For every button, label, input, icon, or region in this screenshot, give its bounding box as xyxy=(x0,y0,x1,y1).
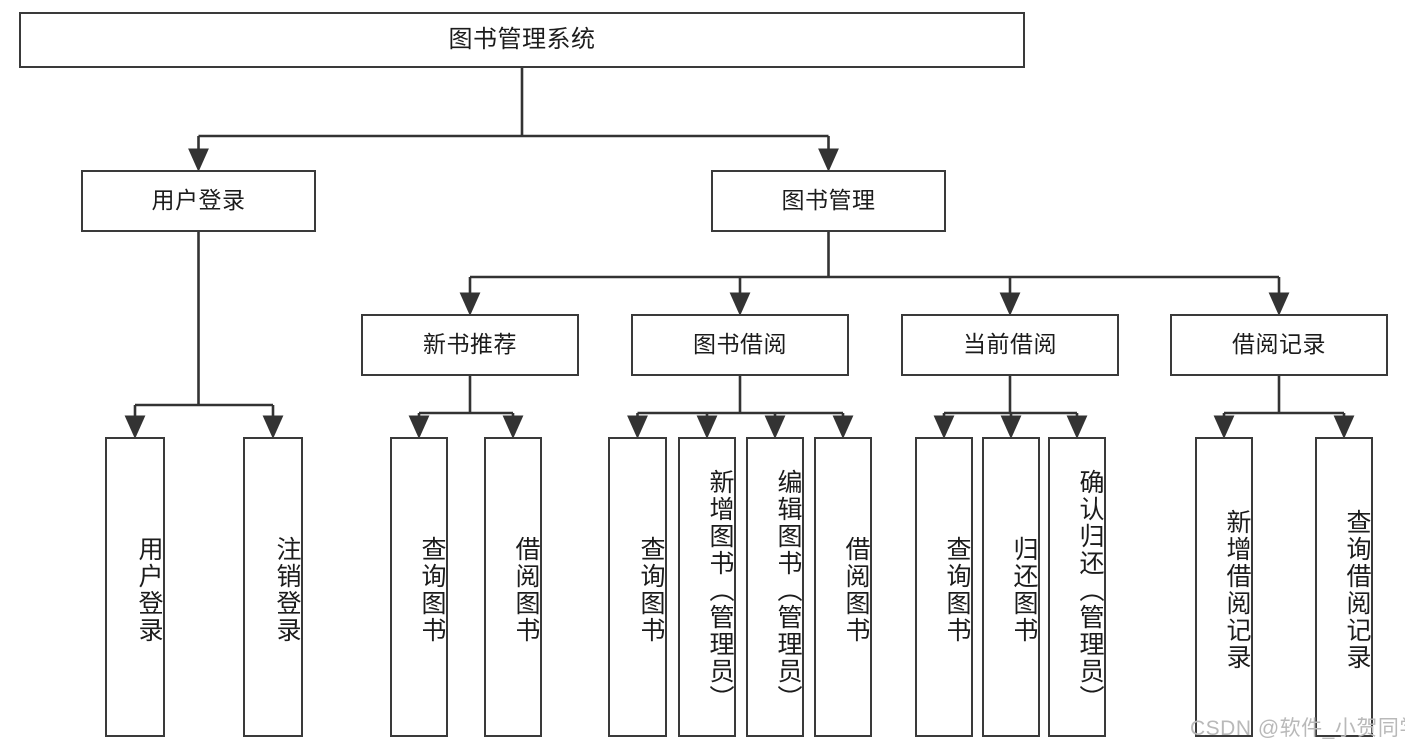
node-root-图书管理系统[interactable]: 图书管理系统 xyxy=(19,12,1025,68)
node-label: 注销登录 xyxy=(273,536,301,644)
node-leaf-0[interactable]: 用户登录 xyxy=(105,437,165,737)
node-leaf-10[interactable]: 确认归还（管理员） xyxy=(1048,437,1106,737)
node-label: 查询图书 xyxy=(637,536,665,644)
node-leaf-9[interactable]: 归还图书 xyxy=(982,437,1040,737)
node-level3-3[interactable]: 借阅记录 xyxy=(1170,314,1388,376)
node-label: 查询借阅记录 xyxy=(1343,509,1371,671)
node-label: 新增图书（管理员） xyxy=(706,468,734,712)
node-label: 图书借阅 xyxy=(693,331,787,358)
node-label: 图书管理系统 xyxy=(448,25,596,53)
node-level3-0[interactable]: 新书推荐 xyxy=(361,314,579,376)
node-label: 编辑图书（管理员） xyxy=(774,468,802,712)
node-leaf-3[interactable]: 借阅图书 xyxy=(484,437,542,737)
node-level2-1[interactable]: 图书管理 xyxy=(711,170,946,232)
node-label: 图书管理 xyxy=(781,187,876,214)
node-label: 新书推荐 xyxy=(423,331,517,358)
node-leaf-11[interactable]: 新增借阅记录 xyxy=(1195,437,1253,737)
node-leaf-4[interactable]: 查询图书 xyxy=(608,437,667,737)
node-level3-2[interactable]: 当前借阅 xyxy=(901,314,1119,376)
node-label: 用户登录 xyxy=(151,187,246,214)
node-level3-1[interactable]: 图书借阅 xyxy=(631,314,849,376)
node-level2-0[interactable]: 用户登录 xyxy=(81,170,316,232)
node-leaf-12[interactable]: 查询借阅记录 xyxy=(1315,437,1373,737)
node-label: 归还图书 xyxy=(1010,536,1038,644)
node-leaf-6[interactable]: 编辑图书（管理员） xyxy=(746,437,804,737)
node-label: 借阅图书 xyxy=(842,536,870,644)
node-label: 当前借阅 xyxy=(963,331,1057,358)
node-leaf-2[interactable]: 查询图书 xyxy=(390,437,448,737)
node-label: 借阅图书 xyxy=(512,536,540,644)
node-label: 查询图书 xyxy=(943,536,971,644)
node-label: 用户登录 xyxy=(135,536,163,644)
node-leaf-8[interactable]: 查询图书 xyxy=(915,437,973,737)
node-label: 借阅记录 xyxy=(1232,331,1326,358)
watermark-text: CSDN @软件_小贺同学 xyxy=(1190,717,1405,740)
node-label: 新增借阅记录 xyxy=(1223,509,1251,671)
node-label: 确认归还（管理员） xyxy=(1076,468,1104,712)
node-leaf-7[interactable]: 借阅图书 xyxy=(814,437,872,737)
node-leaf-5[interactable]: 新增图书（管理员） xyxy=(678,437,736,737)
node-leaf-1[interactable]: 注销登录 xyxy=(243,437,303,737)
node-label: 查询图书 xyxy=(418,536,446,644)
